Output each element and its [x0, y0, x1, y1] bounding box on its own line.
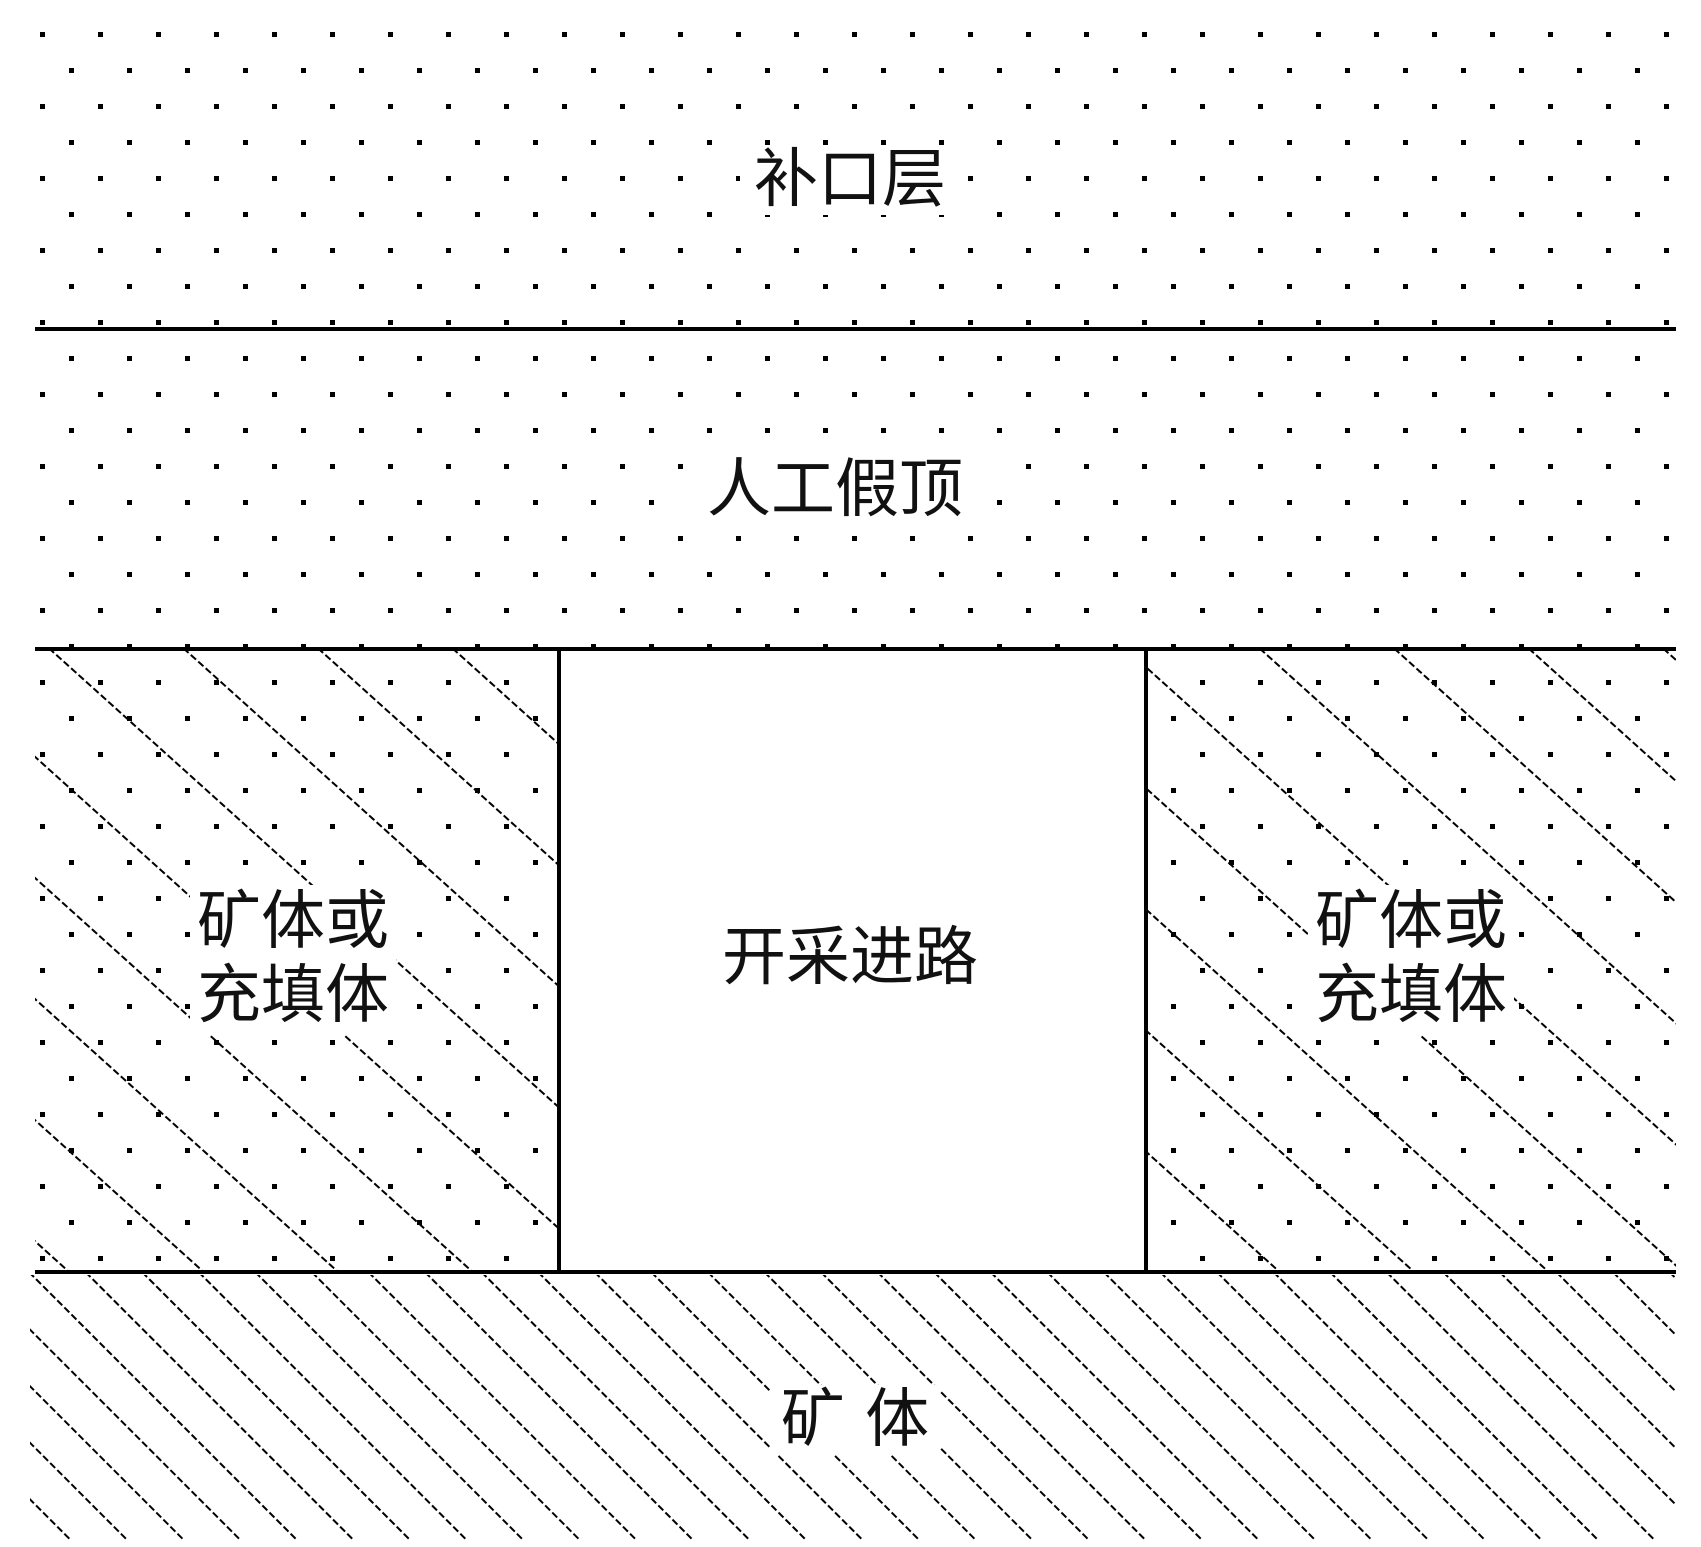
right-wall-region: 矿体或 充填体	[1148, 651, 1676, 1270]
right-wall-label-line2: 充填体	[1315, 959, 1507, 1033]
label-mask	[690, 455, 980, 527]
patch-layer-region: 补口层	[35, 20, 1676, 329]
ore-body-region: 矿 体	[30, 1275, 1676, 1540]
mining-drift-label: 开采进路	[722, 921, 978, 995]
patch-layer-label: 补口层	[754, 143, 946, 217]
right-wall-label-line1: 矿体或	[1315, 885, 1507, 959]
artificial-roof-label: 人工假顶	[707, 453, 963, 527]
ore-body-label: 矿 体	[781, 1383, 929, 1457]
mining-drift-region: 开采进路	[722, 921, 978, 995]
label-mask	[740, 145, 960, 215]
left-wall-label-line1: 矿体或	[197, 885, 389, 959]
left-wall-region: 矿体或 充填体	[35, 651, 557, 1270]
label-mask	[1308, 885, 1514, 1035]
label-mask	[190, 885, 396, 1035]
artificial-roof-region: 人工假顶	[35, 340, 1676, 647]
left-wall-label-line2: 充填体	[197, 959, 389, 1033]
label-mask	[770, 1385, 940, 1455]
